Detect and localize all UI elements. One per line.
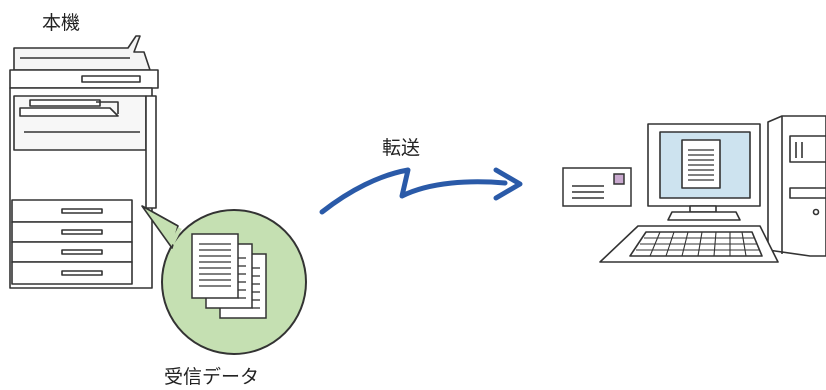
transfer-label: 転送 — [382, 137, 421, 159]
multifunction-printer-icon — [9, 35, 159, 289]
received-data-label: 受信データ — [164, 366, 260, 388]
zigzag-arrow-icon — [319, 167, 523, 215]
desktop-computer-icon — [599, 115, 826, 263]
machine-label: 本機 — [42, 12, 81, 34]
envelope-icon — [562, 167, 632, 207]
documents-icon — [191, 233, 267, 319]
